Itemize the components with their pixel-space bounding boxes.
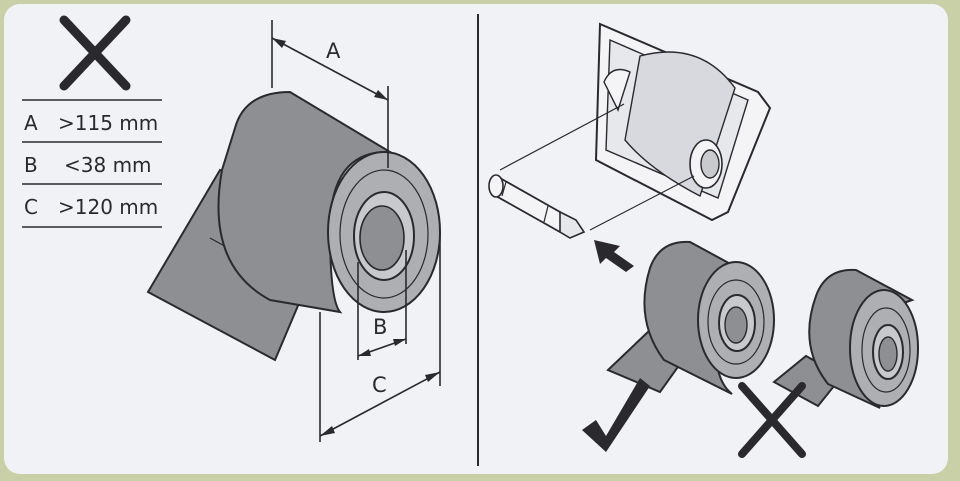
correct-roll-illustration xyxy=(606,240,775,395)
spec-key-b: B xyxy=(24,153,38,177)
toilet-paper-holder-icon xyxy=(594,22,772,222)
x-icon xyxy=(59,15,131,91)
spec-value-c: >120 mm xyxy=(58,195,158,219)
dimension-label-a: A xyxy=(326,39,341,63)
dimension-b: B xyxy=(357,250,407,360)
label-background xyxy=(4,4,948,474)
dimension-c: C xyxy=(319,232,441,442)
arrow-icon xyxy=(594,240,634,272)
spec-value-a: >115 mm xyxy=(58,111,158,135)
large-roll-illustration xyxy=(146,90,441,362)
dimension-label-b: B xyxy=(373,315,387,339)
spec-table: A >115 mm B <38 mm C >120 mm xyxy=(22,99,162,228)
spindle-icon xyxy=(488,174,586,239)
spec-value-b: <38 mm xyxy=(64,153,152,177)
incorrect-roll-illustration xyxy=(772,268,919,409)
check-icon xyxy=(582,378,650,452)
spec-key-a: A xyxy=(24,111,38,135)
dimension-label-c: C xyxy=(372,373,387,397)
x-icon xyxy=(738,382,806,458)
dimension-a: A xyxy=(271,20,389,168)
spec-key-c: C xyxy=(24,195,38,219)
guide-lines xyxy=(499,103,695,231)
